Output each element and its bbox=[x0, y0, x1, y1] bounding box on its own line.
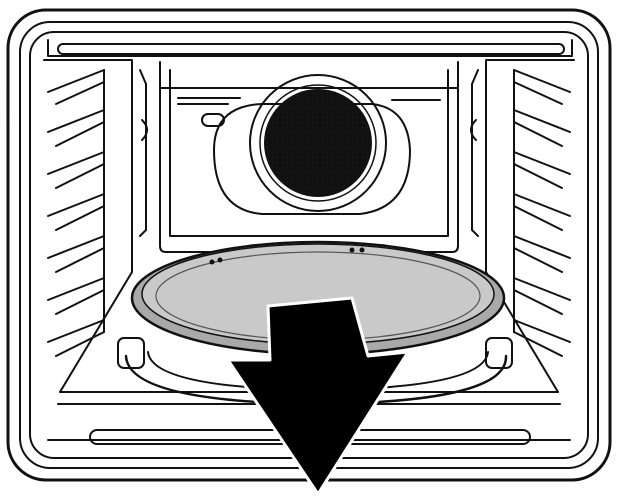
top-heating-element bbox=[48, 40, 572, 56]
convection-fan-cover bbox=[214, 75, 410, 214]
